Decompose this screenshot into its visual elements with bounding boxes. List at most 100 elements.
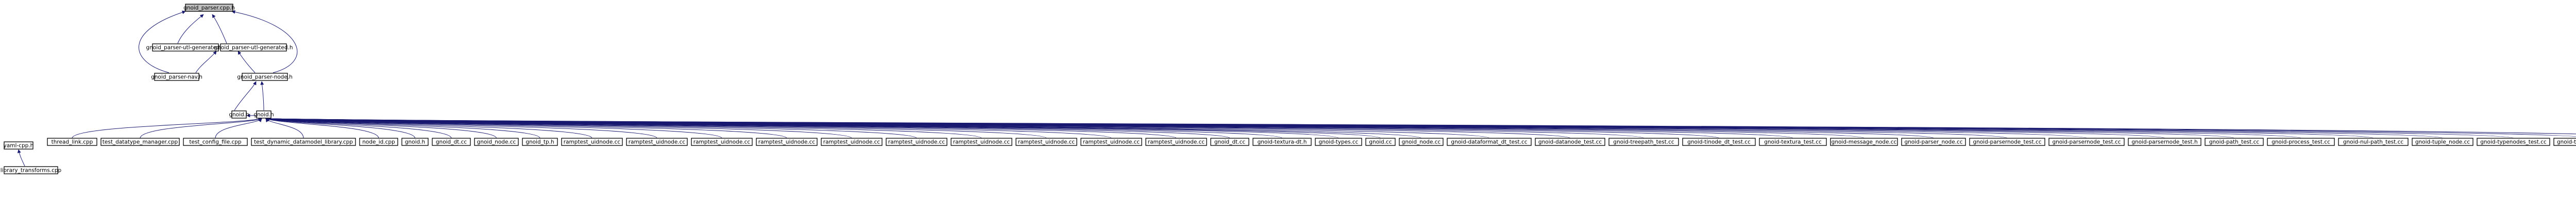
edge-nav-root	[139, 10, 186, 73]
leaf-node[interactable]: gnoid-treepath_test.cc	[1608, 138, 1679, 146]
leaf-node-label: gnoid-message_node.cc	[1832, 139, 1897, 145]
leaf-node-label: ramptest_uidnode.cc	[758, 139, 816, 145]
leaf-node[interactable]: ramptest_uidnode.cc	[951, 138, 1012, 146]
edge-left-base	[234, 81, 257, 111]
node-center-label: gnoid.h	[253, 112, 274, 118]
edge-leaf-center	[265, 117, 497, 139]
leaf-node[interactable]: gnoid_dt.cc	[1210, 138, 1249, 146]
leaf-node[interactable]: gnoid-dataformat_dt_test.cc	[1447, 138, 1532, 146]
node-nav-label: gnoid_parser-nav.h	[151, 74, 202, 80]
leaf-node[interactable]: ramptest_uidnode.cc	[756, 138, 818, 146]
leaf-node-label: gnoid-nul-path_test.cc	[2343, 139, 2404, 145]
leaf-node[interactable]: gnoid-parsernode_test.cc	[2048, 138, 2125, 146]
node-center[interactable]: gnoid.h	[253, 110, 274, 119]
leaf-node[interactable]: gnoid_node.cc	[1399, 138, 1444, 146]
node-nav[interactable]: gnoid_parser-nav.h	[151, 73, 202, 81]
edge-leaf-center	[265, 117, 540, 139]
leaf-node-label: test_datatype_manager.cpp	[103, 139, 178, 145]
leaf-node[interactable]: gnoid-tuple_node.cc	[2412, 138, 2473, 146]
leaf-node-label: ramptest_uidnode.cc	[888, 139, 945, 145]
leaf-node-label: ramptest_uidnode.cc	[1083, 139, 1140, 145]
leaf-node[interactable]: gnoid-path_test.cc	[2205, 138, 2264, 146]
leaf-node-label: gnoid-datanode_test.cc	[1538, 139, 1602, 145]
leaf-node[interactable]: gnoid_tp.h	[522, 138, 558, 146]
leaf-node[interactable]: ramptest_uidnode.cc	[561, 138, 623, 146]
node-ext-label: yaml-cpp.h	[4, 143, 34, 149]
leaf-node[interactable]: gnoid-process_test.cc	[2267, 138, 2335, 146]
node-ext-child[interactable]: library_transforms.cpp	[1, 166, 62, 174]
edge-leaf-center	[265, 117, 452, 139]
node-root-label: gnoid_parser.cpp.h	[183, 5, 235, 11]
node-left[interactable]: gnoid.h	[229, 110, 249, 119]
node-left-label: gnoid.h	[229, 112, 249, 118]
leaf-node[interactable]: ramptest_uidnode.cc	[1015, 138, 1077, 146]
leaf-node[interactable]: ramptest_uidnode.cc	[1145, 138, 1207, 146]
edge-leaf-center	[265, 117, 787, 139]
edge-leaf-center	[265, 118, 415, 139]
leaf-node[interactable]: gnoid-typenode_test.cc	[2553, 138, 2576, 146]
edge-leaf-center	[265, 117, 852, 139]
leaf-node[interactable]: gnoid-nul-path_test.cc	[2338, 138, 2409, 146]
leaf-node-label: gnoid-textura_test.cc	[1764, 139, 1822, 145]
leaf-node[interactable]: gnoid-parser_node.cc	[1901, 138, 1966, 146]
leaf-node[interactable]: gnoid-parsernode_test.h	[2128, 138, 2201, 146]
leaf-node[interactable]: test_dynamic_datamodel_library.cpp	[251, 138, 356, 146]
edge-center-base	[260, 81, 264, 111]
leaf-node[interactable]: gnoid-textura_test.cc	[1759, 138, 1827, 146]
leaf-node-label: ramptest_uidnode.cc	[823, 139, 880, 145]
edge-leaf-center	[265, 117, 2576, 135]
node-gen2[interactable]: gnoid_parser-utl-generated.h	[214, 43, 293, 52]
leaf-node-label: node_id.cpp	[362, 139, 395, 145]
edge-base-gen2	[238, 51, 256, 73]
leaf-node[interactable]: gnoid-tinode_dt_test.cc	[1682, 138, 1756, 146]
leaf-node[interactable]: ramptest_uidnode.cc	[821, 138, 883, 146]
leaf-node-label: gnoid-process_test.cc	[2272, 139, 2330, 145]
node-base-label: gnoid_parser-node.h	[237, 74, 293, 80]
edge-leaf-center	[265, 117, 722, 139]
leaf-node[interactable]: ramptest_uidnode.cc	[626, 138, 688, 146]
leaf-node-label: gnoid-path_test.cc	[2209, 139, 2260, 145]
edge-gen2-root	[212, 14, 227, 44]
leaf-node[interactable]: ramptest_uidnode.cc	[886, 138, 947, 146]
leaf-node[interactable]: ramptest_uidnode.cc	[691, 138, 753, 146]
leaf-node-label: gnoid.cc	[1369, 139, 1392, 145]
edge-leaf-center	[265, 117, 592, 139]
leaf-node[interactable]: gnoid-typenodes_test.cc	[2477, 138, 2550, 146]
node-gen1[interactable]: gnoid_parser-utl-generated.h	[146, 43, 225, 52]
leaf-node[interactable]: gnoid-datanode_test.cc	[1535, 138, 1605, 146]
leaf-node-label: gnoid-typenodes_test.cc	[2480, 139, 2547, 145]
leaf-node[interactable]: node_id.cpp	[359, 138, 398, 146]
leaf-node[interactable]: ramptest_uidnode.cc	[1080, 138, 1142, 146]
leaf-node[interactable]: gnoid_node.cc	[474, 138, 519, 146]
edge-leaf-center	[265, 118, 379, 139]
leaf-node-row: thread_link.cpp test_datatype_manager.cpp…	[47, 138, 2576, 146]
node-layer: gnoid_parser.cpp.h gnoid_parser-utl-gene…	[1, 4, 293, 174]
leaf-node-label: gnoid.h	[405, 139, 425, 145]
leaf-node-label: gnoid-parser_node.cc	[1904, 139, 1962, 145]
node-gen2-label: gnoid_parser-utl-generated.h	[214, 45, 293, 51]
leaf-node[interactable]: test_config_file.cpp	[183, 138, 248, 146]
leaf-node-label: gnoid-types.cc	[1319, 139, 1359, 145]
leaf-node-label: gnoid-tuple_node.cc	[2415, 139, 2470, 145]
leaf-node-label: gnoid-dataformat_dt_test.cc	[1451, 139, 1527, 145]
leaf-node[interactable]: gnoid-types.cc	[1315, 138, 1362, 146]
leaf-node[interactable]: gnoid_dt.cc	[432, 138, 471, 146]
edge-extchild-ext	[17, 149, 25, 167]
leaf-node[interactable]: gnoid-textura-dt.h	[1252, 138, 1312, 146]
leaf-node-label: ramptest_uidnode.cc	[693, 139, 751, 145]
edge-gen1-root	[177, 14, 204, 44]
node-ext-child-label: library_transforms.cpp	[1, 168, 62, 174]
leaf-node[interactable]: test_datatype_manager.cpp	[100, 138, 180, 146]
leaf-node[interactable]: thread_link.cpp	[47, 138, 97, 146]
leaf-node-label: gnoid-parsernode_test.h	[2131, 139, 2197, 145]
node-root[interactable]: gnoid_parser.cpp.h	[183, 4, 235, 12]
node-ext[interactable]: yaml-cpp.h	[4, 141, 34, 150]
leaf-node[interactable]: gnoid-parsernode_test.cc	[1969, 138, 2045, 146]
node-base[interactable]: gnoid_parser-node.h	[237, 73, 293, 81]
leaf-node[interactable]: gnoid-message_node.cc	[1830, 138, 1898, 146]
leaf-node[interactable]: gnoid.cc	[1365, 138, 1396, 146]
leaf-node[interactable]: gnoid.h	[401, 138, 429, 146]
leaf-node-label: ramptest_uidnode.cc	[629, 139, 686, 145]
leaf-node-label: gnoid_dt.cc	[436, 139, 467, 145]
